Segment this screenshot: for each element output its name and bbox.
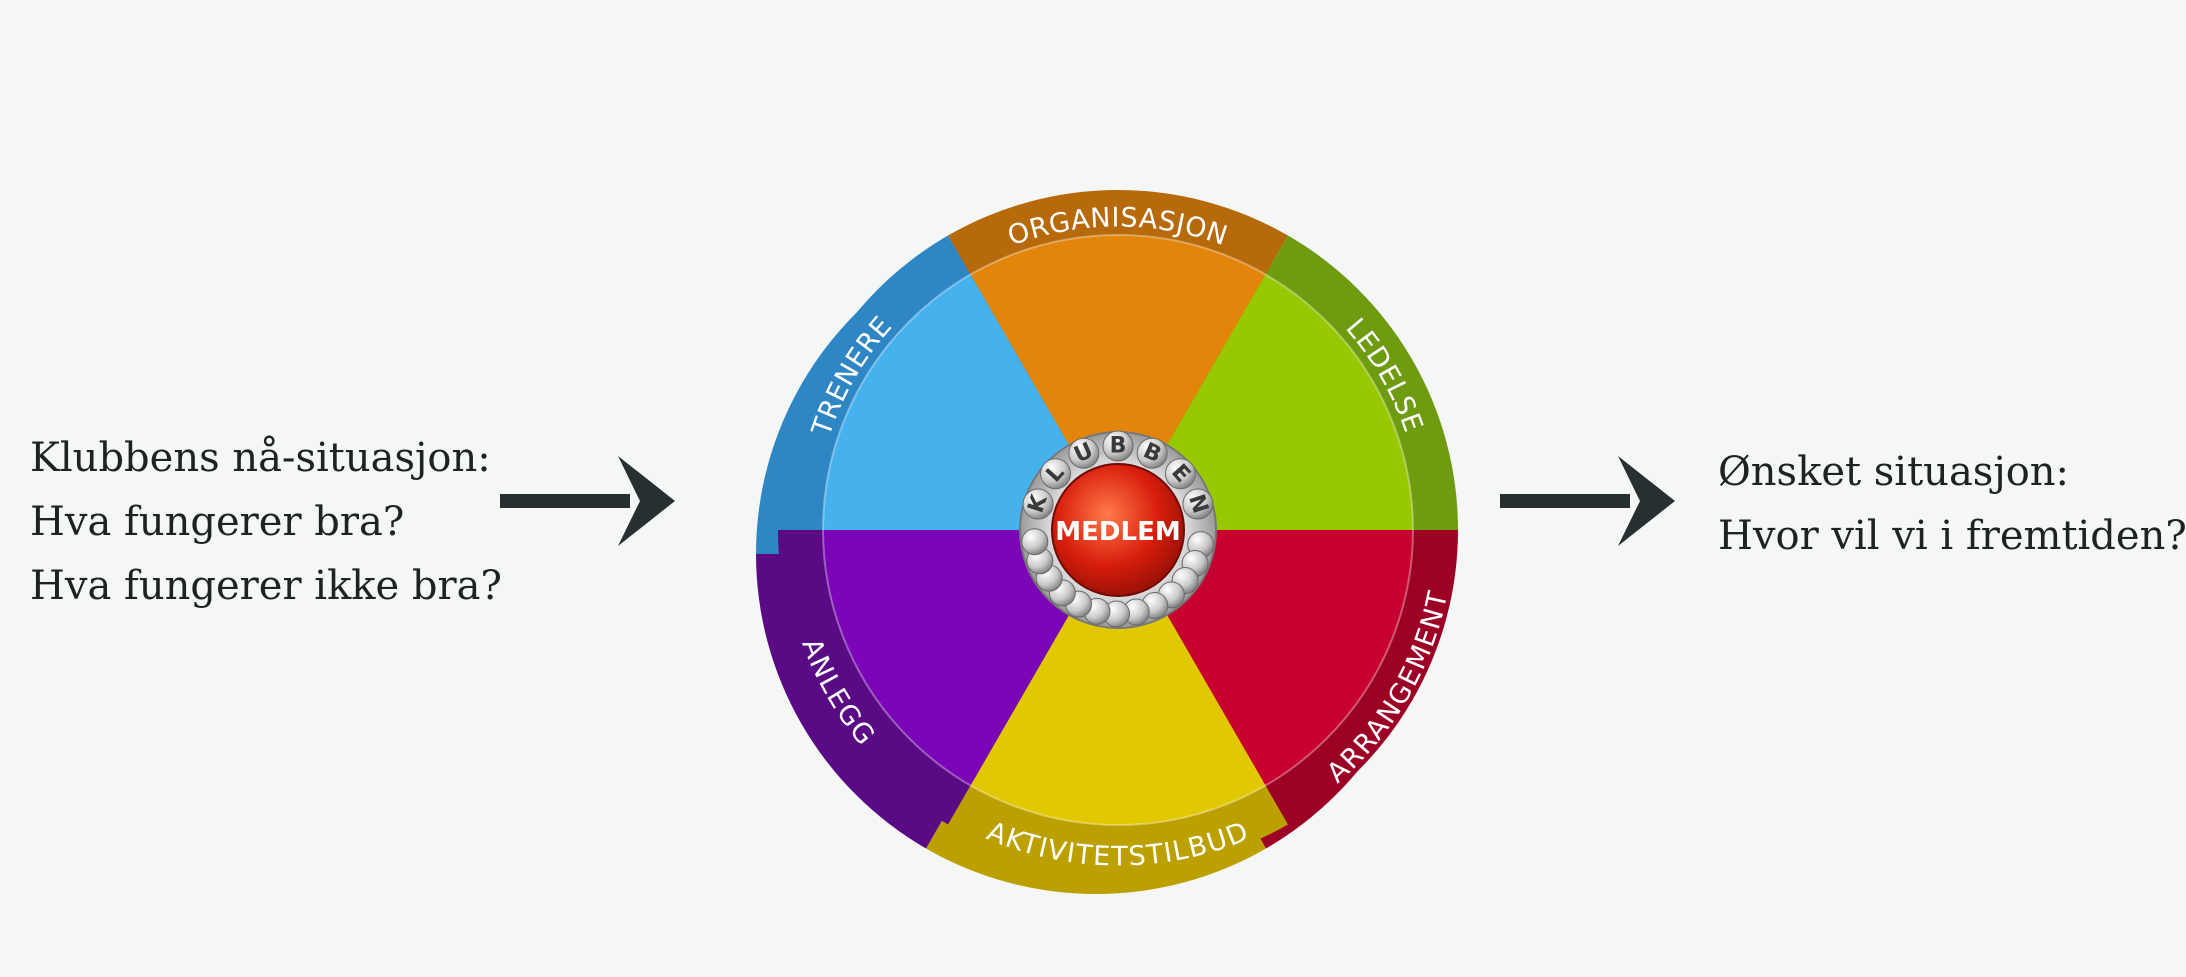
future-question: Hvor vil vi i fremtiden? xyxy=(1718,513,2186,559)
desired-situation-text: Ønsket situasjon: Hvor vil vi i fremtide… xyxy=(1718,440,2186,568)
current-situation-heading: Klubbens nå-situasjon: xyxy=(30,435,491,481)
ring-letter-bead xyxy=(1102,430,1134,462)
segment-face xyxy=(970,530,1266,825)
ring-letter-bead xyxy=(1182,488,1214,520)
what-does-not-work-question: Hva fungerer ikke bra? xyxy=(30,563,502,609)
ring-letter-bead xyxy=(1136,437,1168,469)
arrow-head xyxy=(618,456,675,546)
arrow-right-icon xyxy=(500,456,675,546)
arrow-shaft xyxy=(1500,494,1630,508)
hub-bead xyxy=(1021,528,1049,556)
arrow-head xyxy=(1618,456,1675,546)
ring-letter: B xyxy=(1110,434,1127,459)
desired-situation-heading: Ønsket situasjon: xyxy=(1718,449,2070,495)
wheel-face xyxy=(778,190,1458,870)
hub-label: MEDLEM xyxy=(1055,517,1180,547)
current-situation-text: Klubbens nå-situasjon: Hva fungerer bra?… xyxy=(30,426,502,618)
hub-centre xyxy=(1051,463,1185,597)
what-works-question: Hva fungerer bra? xyxy=(30,499,405,545)
ring-letter-bead xyxy=(1068,437,1100,469)
ring-letter-bead xyxy=(1164,458,1196,490)
segment-face xyxy=(970,234,1266,530)
ring-letter-bead xyxy=(1040,458,1072,490)
rim-highlight xyxy=(822,234,1414,826)
arrow-shaft xyxy=(500,494,630,508)
arrow-right-icon xyxy=(1500,456,1675,546)
ring-letter-bead xyxy=(1022,488,1054,520)
